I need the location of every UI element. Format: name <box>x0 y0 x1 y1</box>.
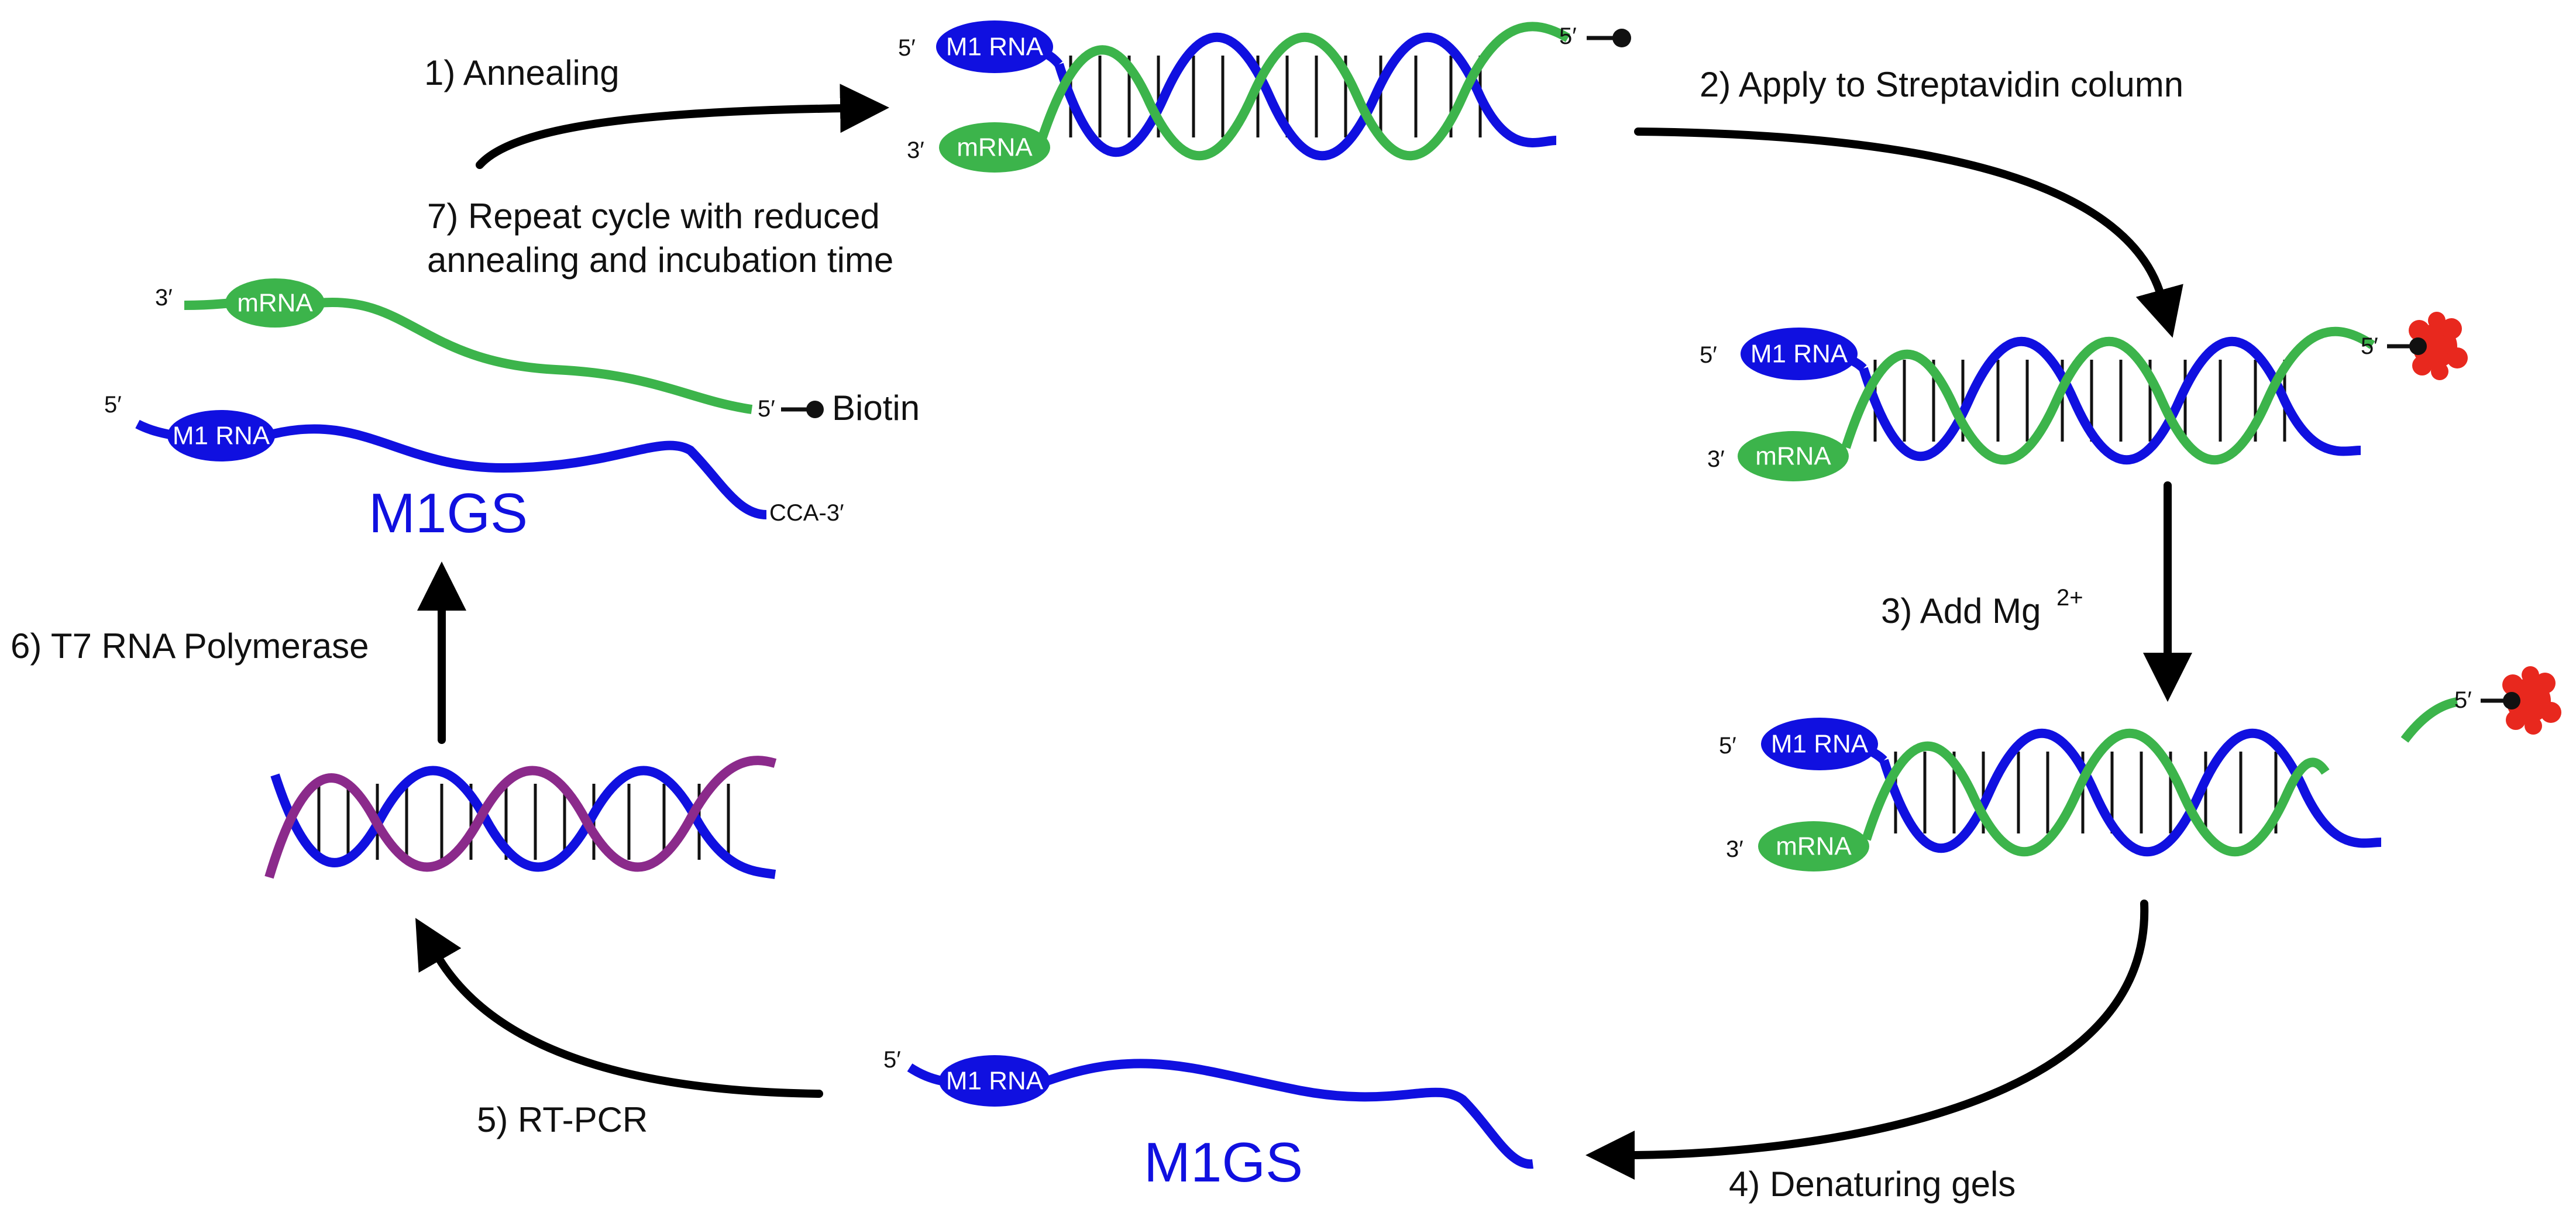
step-5-label: 5) RT-PCR <box>477 1100 648 1139</box>
separated-strands: mRNA 3′ 5′ Biotin M1 RNA 5′ CCA-3′ M1GS <box>104 278 920 545</box>
selected-m1gs: M1 RNA 5′ M1GS <box>883 1047 1533 1194</box>
pill-label-mrna: mRNA <box>237 289 313 318</box>
duplex-top: M1 RNA mRNA 5′ 3′ 5′ <box>898 20 1631 173</box>
five-prime-label: 5′ <box>758 396 775 422</box>
biotin-label: Biotin <box>832 388 920 428</box>
pill-label-m1rna: M1 RNA <box>173 422 270 450</box>
dna-duplex <box>264 756 777 879</box>
three-prime-label: 3′ <box>155 285 173 311</box>
pill-label-mrna: mRNA <box>1776 832 1852 861</box>
cca-label: CCA-3′ <box>769 500 844 526</box>
five-prime-label: 5′ <box>898 35 916 61</box>
m1gs-label: M1GS <box>1144 1131 1303 1194</box>
step-4-label: 4) Denaturing gels <box>1729 1165 2016 1204</box>
pill-label-mrna: mRNA <box>1755 442 1831 471</box>
arrow-rt-pcr <box>415 918 823 1098</box>
step-6-label: 6) T7 RNA Polymerase <box>11 626 369 666</box>
step-1-label: 1) Annealing <box>424 53 620 92</box>
step-3-label: 3) Add Mg <box>1881 591 2041 631</box>
three-prime-label: 3′ <box>907 137 924 163</box>
cycle-arrows <box>415 84 2192 1180</box>
step-labels: 1) Annealing 2) Apply to Streptavidin co… <box>11 53 2183 1204</box>
biotin-dot <box>806 401 824 418</box>
arrow-annealing <box>476 84 889 169</box>
five-prime-label: 5′ <box>1700 342 1717 368</box>
step-7-label-line1: 7) Repeat cycle with reduced <box>427 197 880 236</box>
streptavidin-bead <box>2502 666 2561 735</box>
pill-label-mrna: mRNA <box>957 133 1033 162</box>
five-prime-label: 5′ <box>104 392 122 418</box>
pill-label-m1rna: M1 RNA <box>1771 730 1869 759</box>
five-prime-label: 5′ <box>1559 23 1577 49</box>
duplex-cleaved: M1 RNA mRNA 5′ 3′ 5′ <box>1719 666 2561 871</box>
step-2-label: 2) Apply to Streptavidin column <box>1700 65 2183 104</box>
five-prime-label: 5′ <box>883 1047 901 1073</box>
five-prime-label: 5′ <box>2454 687 2472 713</box>
five-prime-label: 5′ <box>2361 333 2378 359</box>
pill-label-m1rna: M1 RNA <box>946 33 1044 61</box>
three-prime-label: 3′ <box>1726 836 1743 862</box>
step-7-label-line2: annealing and incubation time <box>427 240 893 280</box>
arrow-denaturing <box>1586 900 2149 1180</box>
arrow-apply-column <box>1634 128 2183 338</box>
pill-label-m1rna: M1 RNA <box>1750 340 1848 368</box>
five-prime-label: 5′ <box>1719 733 1736 759</box>
streptavidin-bead <box>2409 312 2468 380</box>
cleaved-mrna-fragment <box>2400 697 2458 743</box>
three-prime-label: 3′ <box>1707 446 1725 472</box>
pill-label-m1rna: M1 RNA <box>946 1067 1044 1095</box>
biotin-dot <box>1612 29 1631 47</box>
m1gs-label: M1GS <box>369 482 528 545</box>
duplex-column: M1 RNA mRNA 5′ 3′ 5′ <box>1700 312 2468 481</box>
mg-superscript: 2+ <box>2056 585 2083 611</box>
